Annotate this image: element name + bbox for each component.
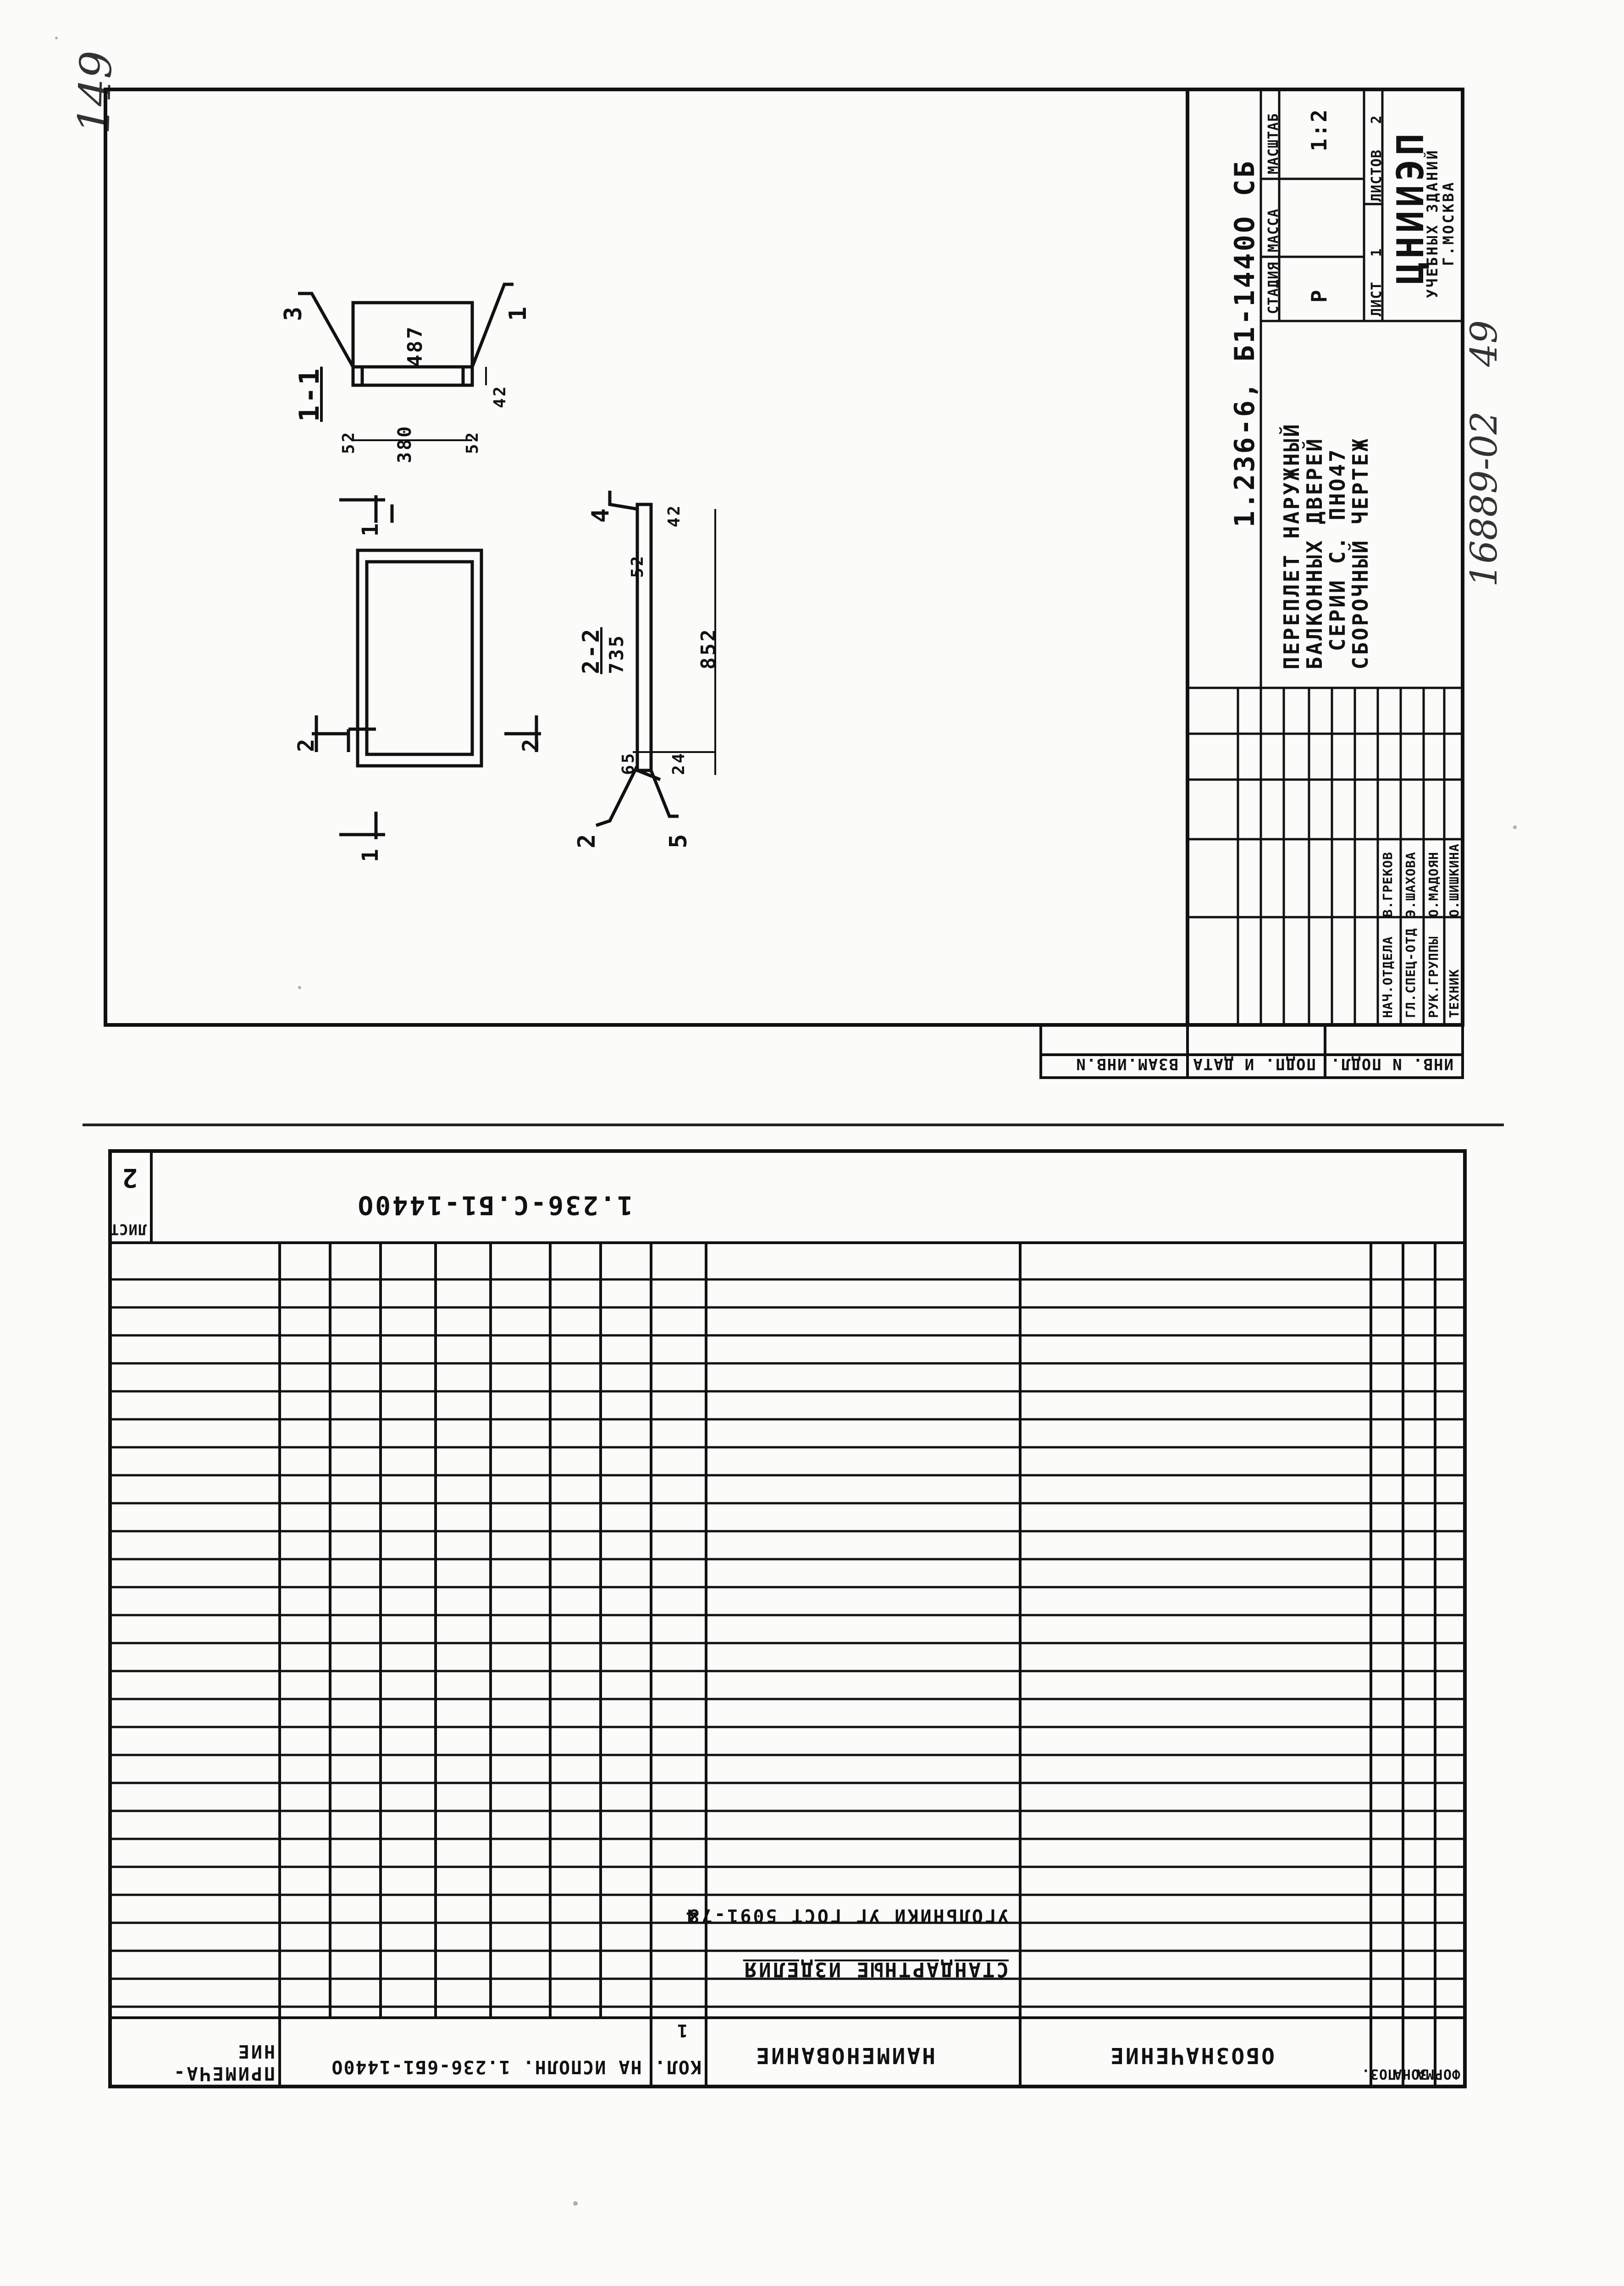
col-qty-exec: 1 [675, 2020, 688, 2041]
section-1-1 [298, 282, 514, 441]
col-qty-header: КОЛ. НА ИСПОЛН. 1.236-6Б1-1440О [331, 2056, 702, 2077]
sheet-separator [83, 1124, 1504, 1126]
scan-speck [573, 2201, 578, 2206]
col-zone: ЗОНА [1393, 2066, 1428, 2082]
scan-speck [1513, 825, 1517, 829]
col-note: ПРИМЕЧА- НИЕ [172, 2041, 275, 2084]
scan-speck [298, 986, 301, 989]
scan-speck [55, 37, 58, 39]
spec-row-1-name: УГОЛЬНИКИ УГ ГОСТ 5091-78 [686, 1905, 1009, 1926]
spec-sheet-label: ЛИСТ [109, 1221, 147, 1238]
col-designation: ОБОЗНАЧЕНИЕ [1109, 2042, 1275, 2068]
spec-header-designation: 1.236-С.Б1-1440О [356, 1190, 633, 1220]
col-name: НАИМЕНОВАНИЕ [754, 2042, 935, 2068]
spec-sheet-value: 2 [120, 1162, 138, 1192]
frame-elevation [356, 548, 483, 768]
col-pos: ПОЗ. [1361, 2066, 1396, 2082]
spec-row-0-name: СТАНДАРТНЫЕ ИЗДЕЛИЯ [743, 1958, 1009, 1981]
spec-row-1-qty: 4 [684, 1905, 697, 1926]
section-2-2 [595, 491, 716, 827]
